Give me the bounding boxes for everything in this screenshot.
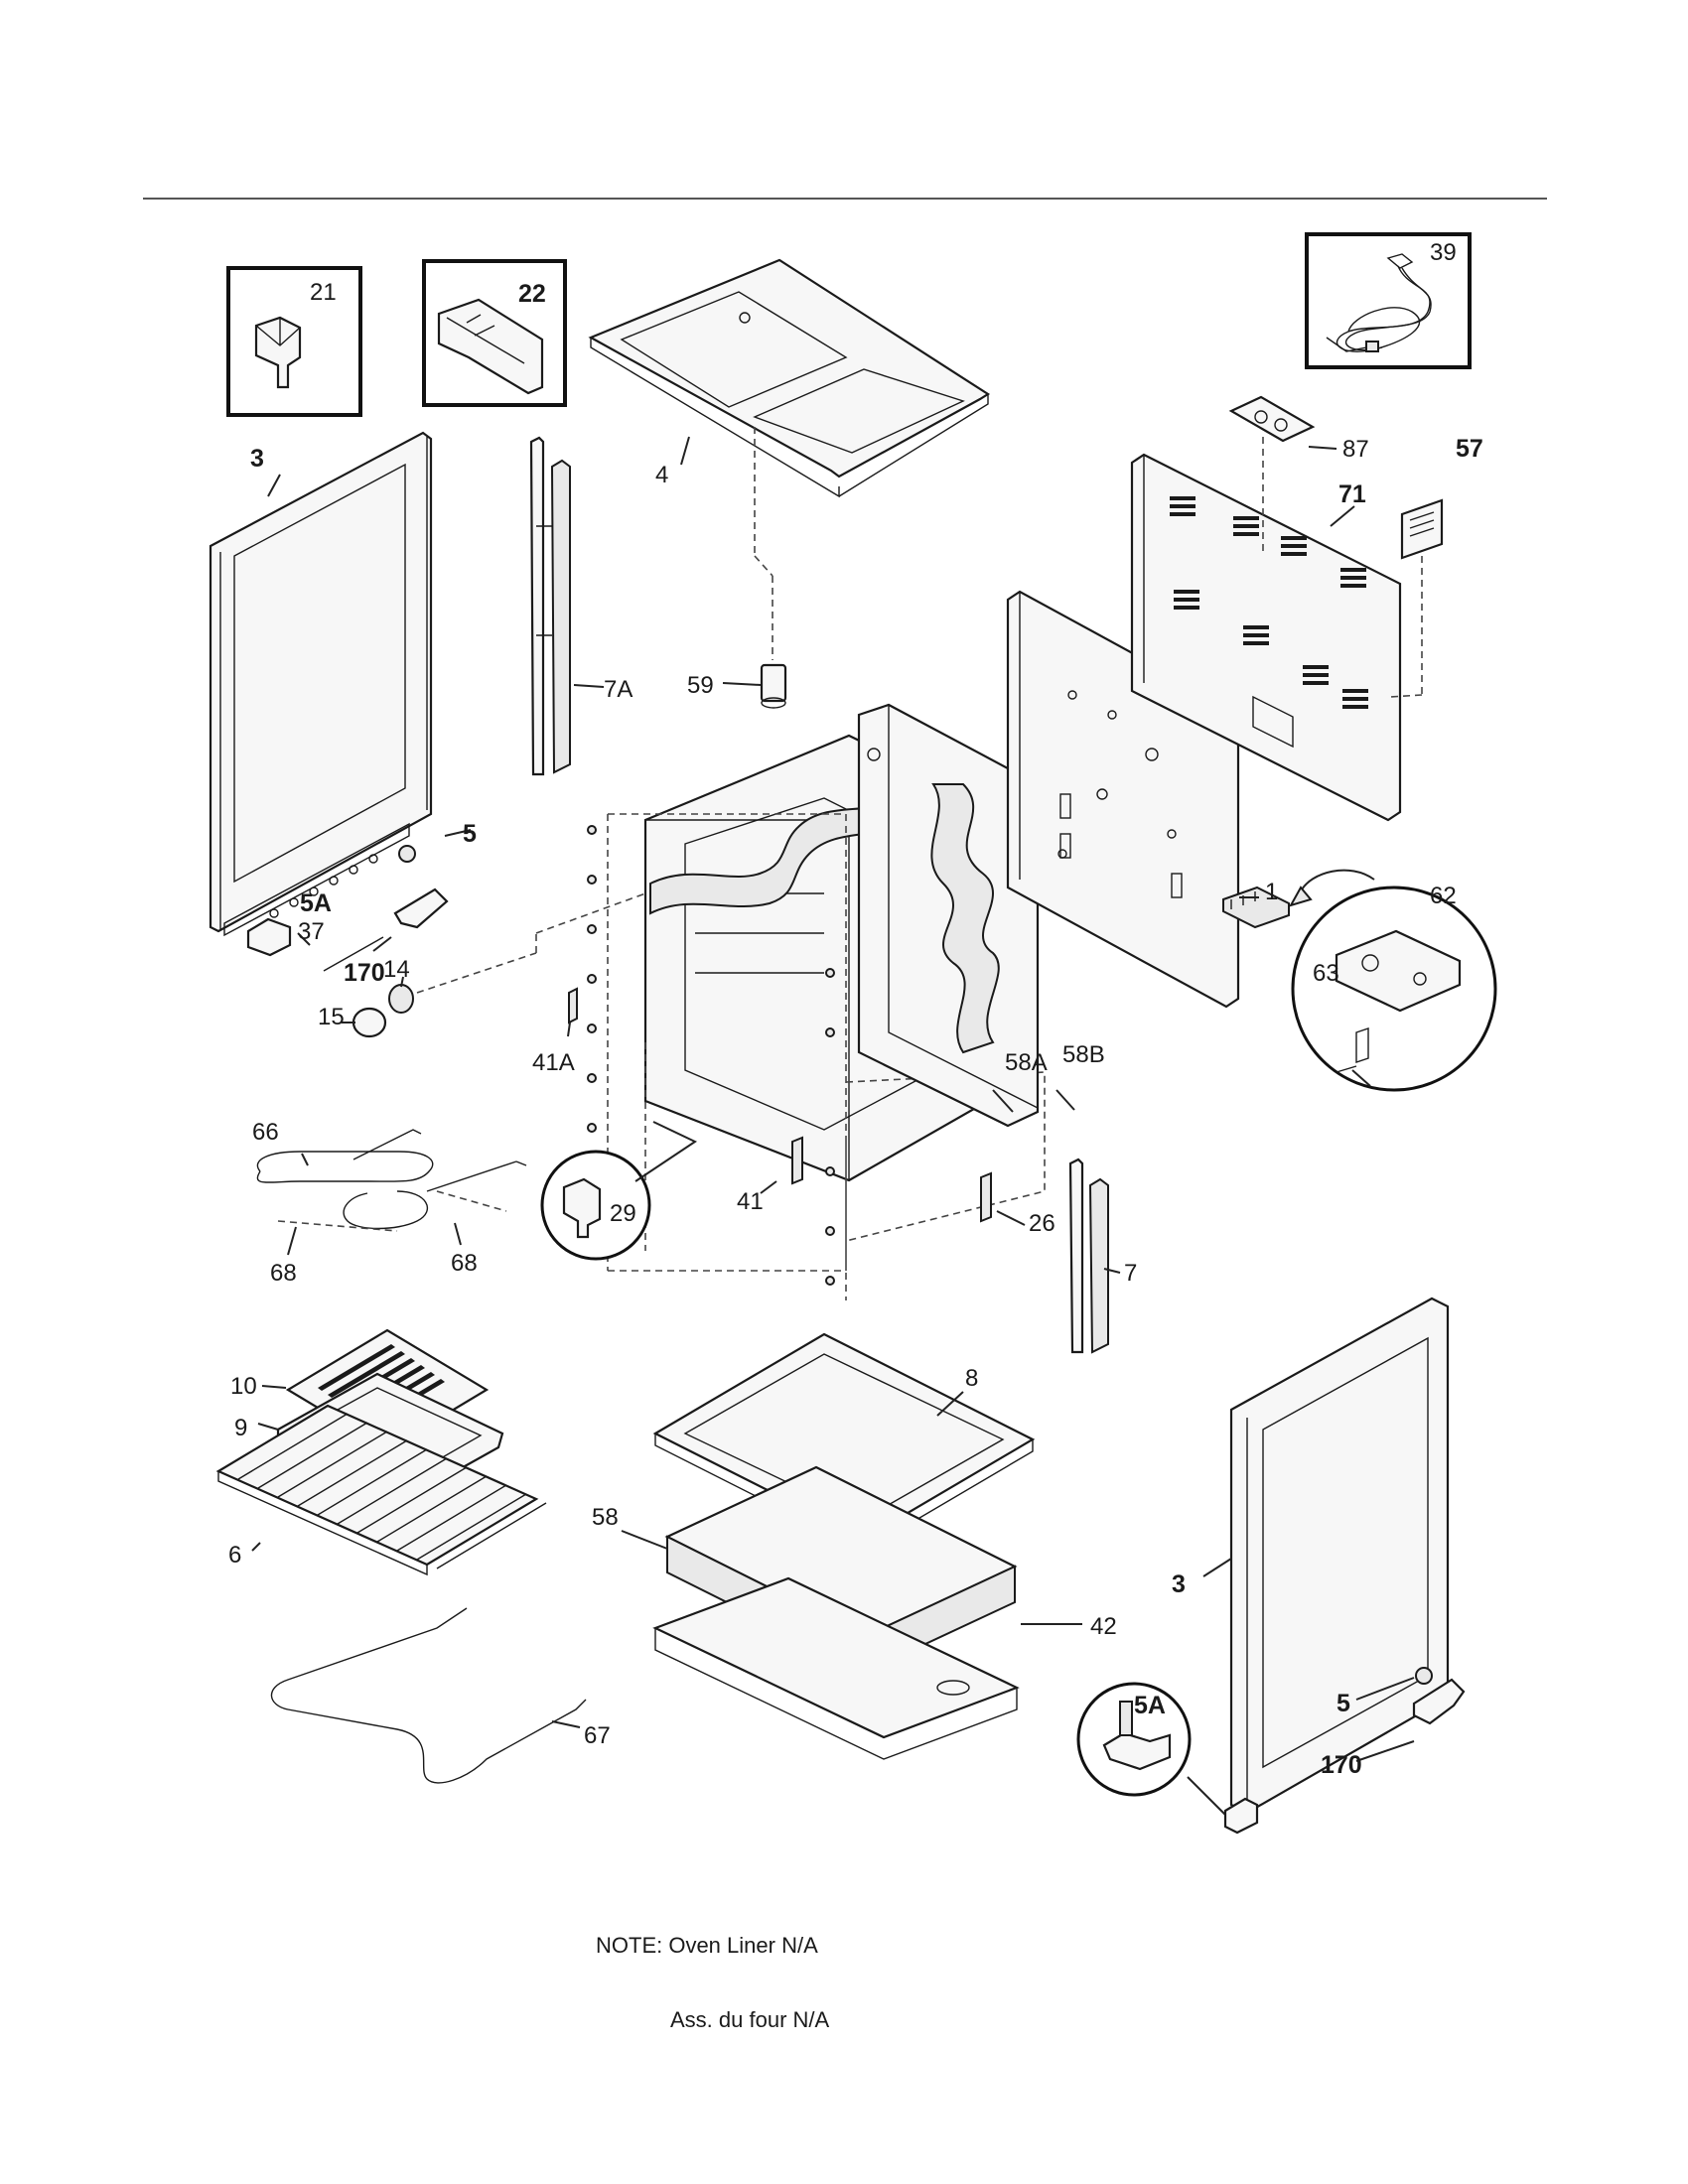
callout-7A: 7A: [604, 676, 633, 703]
part-66-broil-element: [256, 1129, 527, 1230]
callout-5A-left: 5A: [300, 889, 332, 917]
inset-part-21: [226, 266, 362, 417]
frame-outline: [607, 813, 1046, 1300]
part-87-gasket: [1228, 395, 1316, 443]
callout-41: 41: [737, 1188, 764, 1215]
callout-63: 63: [1313, 960, 1339, 987]
part-4-top-panel: [588, 258, 991, 498]
detail-circle-29: [540, 1150, 651, 1261]
callout-39: 39: [1430, 239, 1457, 266]
part-37-screw: [323, 936, 384, 972]
callout-62: 62: [1430, 883, 1457, 909]
callout-58A: 58A: [1005, 1049, 1048, 1076]
detail-circle-62: [1291, 886, 1497, 1092]
part-71-rear-cover: [1130, 453, 1402, 822]
callout-170-right: 170: [1321, 1751, 1362, 1779]
part-5A-left-hinge: [246, 917, 292, 957]
part-14-lamp-socket: [388, 984, 414, 1014]
callout-14: 14: [383, 956, 410, 983]
note-line-2: Ass. du four N/A: [670, 2007, 830, 2032]
callout-3-left: 3: [250, 445, 264, 473]
callout-37: 37: [298, 918, 325, 945]
callout-58B: 58B: [1062, 1041, 1105, 1068]
callout-58: 58: [592, 1504, 619, 1531]
part-58A-insulation: [930, 783, 1000, 1054]
part-170-right-hinge: [1412, 1678, 1466, 1725]
callout-41A: 41A: [532, 1049, 575, 1076]
part-7A-slide-bracket: [529, 436, 571, 776]
callout-8: 8: [965, 1365, 978, 1392]
frame-screws: [587, 825, 835, 1286]
callout-67: 67: [584, 1722, 611, 1749]
oven-liner-note: NOTE: Oven Liner N/A Ass. du four N/A: [596, 1883, 829, 2057]
callout-68-left: 68: [270, 1260, 297, 1287]
detail-circle-5A-right: [1076, 1682, 1192, 1797]
part-42-drawer-bottom: [652, 1576, 1020, 1760]
callout-87: 87: [1342, 436, 1369, 463]
callout-labels: 21 22 39 4 87 57 71 3 7A 59 5 5A 37 170 …: [228, 239, 1483, 1779]
part-3-left-side-panel: [209, 431, 433, 937]
part-5-left-hinge-pin: [398, 845, 416, 863]
callout-57: 57: [1456, 435, 1483, 463]
part-170-left-hinge: [393, 887, 449, 929]
callout-9: 9: [234, 1415, 247, 1441]
inset-part-22: [422, 259, 567, 407]
callout-170-left: 170: [344, 959, 385, 987]
callout-6: 6: [228, 1542, 241, 1569]
arrow-to-detail-62: [1300, 869, 1375, 892]
callout-22: 22: [518, 280, 546, 308]
part-26: [980, 1171, 992, 1223]
callout-10: 10: [230, 1373, 257, 1400]
callout-5-left: 5: [463, 820, 477, 848]
callout-5-right: 5: [1336, 1690, 1350, 1717]
callout-66: 66: [252, 1119, 279, 1146]
callout-7: 7: [1124, 1260, 1137, 1287]
part-41A: [568, 987, 578, 1024]
callout-15: 15: [318, 1004, 345, 1030]
part-5-right-hinge-pin: [1415, 1667, 1433, 1685]
part-15-lamp-bulb: [352, 1007, 387, 1038]
part-67-bake-element: [270, 1607, 587, 1784]
part-6-oven-rack: [215, 1404, 547, 1576]
leader-lines: [251, 436, 1415, 1762]
part-59: [760, 663, 787, 709]
part-58B-insulation-panel: [857, 703, 1040, 1128]
callout-29: 29: [610, 1200, 636, 1227]
note-line-1: NOTE: Oven Liner N/A: [596, 1933, 818, 1958]
part-7-slide-bracket: [1068, 1158, 1109, 1354]
part-41: [791, 1136, 803, 1185]
callout-68-right: 68: [451, 1250, 478, 1277]
part-3-right-side-panel: [1229, 1297, 1450, 1815]
part-57-access-cover: [1400, 498, 1444, 560]
callout-26: 26: [1029, 1210, 1055, 1237]
callout-59: 59: [687, 672, 714, 699]
callout-4: 4: [655, 462, 668, 488]
callout-1: 1: [1265, 879, 1278, 905]
callout-5A-right: 5A: [1134, 1692, 1166, 1719]
callout-71: 71: [1338, 480, 1366, 508]
callout-3-right: 3: [1172, 1570, 1186, 1598]
inset-part-39-power-cord: [1305, 232, 1472, 369]
callout-42: 42: [1090, 1613, 1117, 1640]
callout-21: 21: [310, 279, 337, 306]
